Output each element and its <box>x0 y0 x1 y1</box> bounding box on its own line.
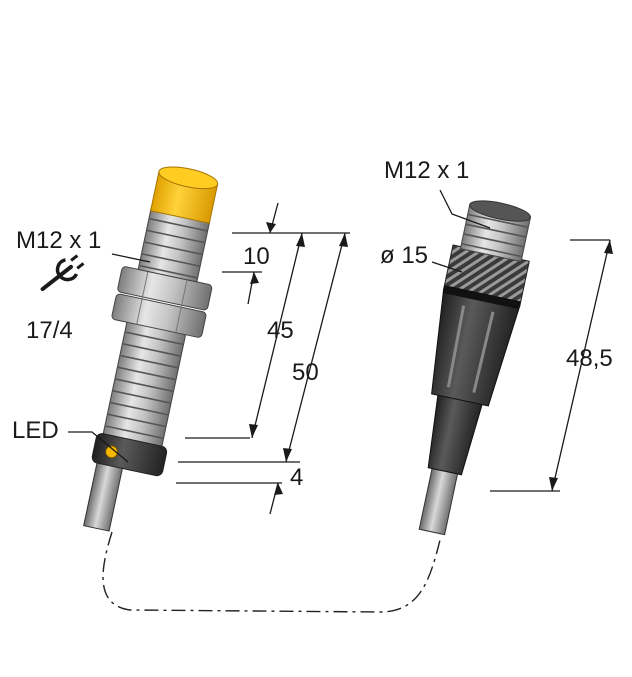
connector-diameter-label: ø 15 <box>380 242 428 269</box>
m12-connector <box>418 200 532 536</box>
grip-housing <box>431 288 521 407</box>
sensor-cable <box>83 456 125 532</box>
sensor-thread-label: M12 x 1 <box>16 227 101 254</box>
dim-50-label: 50 <box>292 359 319 386</box>
proximity-sensor <box>83 166 219 532</box>
dim-45-label: 45 <box>267 317 294 344</box>
dim-4-label: 4 <box>290 464 303 491</box>
led-leader <box>68 431 129 463</box>
cable-link-line <box>102 531 441 613</box>
sensor-thread-leader <box>111 253 151 263</box>
connector-thread-leader <box>439 189 491 229</box>
wrench-size-label: 17/4 <box>26 317 73 344</box>
diameter-leader <box>431 261 463 273</box>
sensor-dimensions <box>176 202 350 515</box>
sensor-rear-cap <box>91 433 168 477</box>
wrench-icon <box>40 254 85 292</box>
hex-nut-lower <box>111 293 207 338</box>
connector-thread-label: M12 x 1 <box>384 157 469 184</box>
dim-10-label: 10 <box>243 243 270 270</box>
connector-length-label: 48,5 <box>566 345 613 372</box>
led-label: LED <box>12 417 59 444</box>
connector-dimensions <box>490 239 613 492</box>
